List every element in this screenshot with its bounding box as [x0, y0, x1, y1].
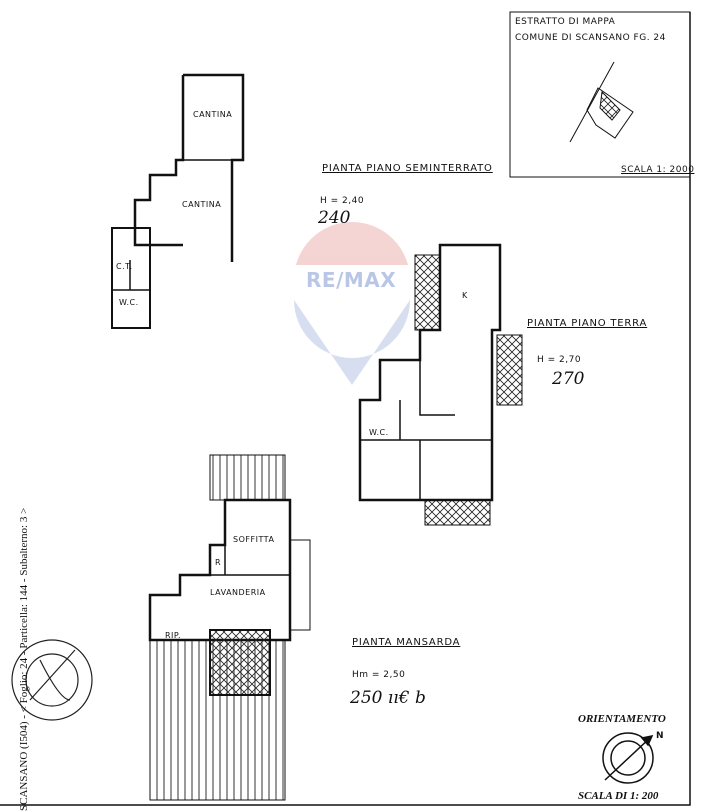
map-title: ESTRATTO DI MAPPA: [515, 17, 616, 27]
north-compass: [602, 732, 654, 784]
ground-handwritten: 270: [552, 369, 585, 389]
remax-watermark-logo: [294, 222, 410, 385]
ground-title: PIANTA PIANO TERRA: [527, 318, 648, 329]
mansard-plan: [148, 454, 311, 801]
room-label: W.C.: [369, 428, 389, 437]
map-extract-sketch: [569, 61, 634, 143]
room-label: K: [462, 291, 468, 300]
surveyor-stamp: [11, 639, 93, 721]
room-label: CANTINA: [193, 110, 233, 119]
room-label: LAVANDERIA: [210, 588, 266, 597]
room-label: C.T.: [116, 262, 133, 271]
mansard-handwritten: 250 ıı€ b: [350, 688, 426, 708]
orientation-label: ORIENTAMENTO: [578, 713, 666, 725]
map-comune: COMUNE DI SCANSANO FG. 24: [515, 33, 666, 43]
ground-height: H = 2,70: [537, 355, 582, 365]
watermark-text: RE/MAX: [306, 268, 397, 292]
mansard-title: PIANTA MANSARDA: [352, 637, 461, 648]
cadastral-reference: SCANSANO (I504) - < Foglio: 24 - Partice…: [18, 507, 30, 811]
room-label: RIP.: [165, 631, 182, 640]
north-label: N: [656, 731, 665, 741]
basement-handwritten: 240: [318, 208, 351, 228]
ground-floor-plan: [358, 243, 523, 526]
room-label: R: [215, 558, 222, 567]
basement-height: H = 2,40: [320, 196, 365, 206]
basement-title: PIANTA PIANO SEMINTERRATO: [322, 163, 493, 174]
mansard-height: Hm = 2,50: [352, 670, 406, 680]
drawing-scale: SCALA DI 1: 200: [578, 790, 659, 802]
room-label: W.C.: [119, 298, 139, 307]
basement-plan: [111, 73, 245, 329]
sheet-border: [0, 11, 691, 806]
room-label: SOFFITTA: [233, 535, 275, 544]
room-label: CANTINA: [182, 200, 222, 209]
map-scale: SCALA 1: 2000: [621, 165, 695, 175]
